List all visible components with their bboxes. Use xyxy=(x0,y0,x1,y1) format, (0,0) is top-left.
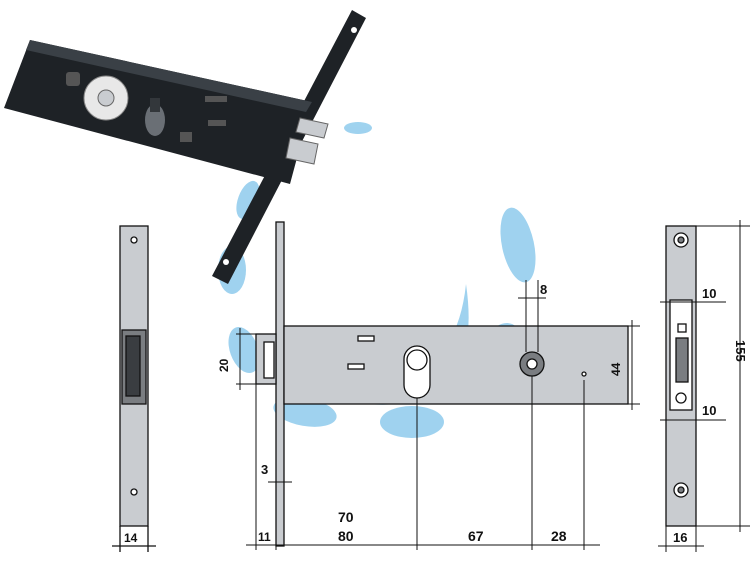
dim-44: 44 xyxy=(609,362,623,376)
dim-155: 155 xyxy=(733,340,748,362)
side-faceplate xyxy=(275,221,285,547)
right-faceplate-front-view xyxy=(665,225,697,527)
dim-16: 16 xyxy=(673,530,687,545)
right-dimension-lines xyxy=(658,220,750,552)
side-lock-body xyxy=(283,325,629,405)
dim-67: 67 xyxy=(468,528,484,544)
dim-80: 80 xyxy=(338,528,354,544)
latch-bolt-3d-lower xyxy=(285,137,319,165)
left-faceplate-front-view xyxy=(112,225,156,552)
dim-20: 20 xyxy=(217,358,231,372)
faceplate-screw-hole xyxy=(351,27,357,33)
lock-side-view xyxy=(255,221,629,547)
dim-10-top: 10 xyxy=(702,286,716,301)
dim-10-bottom: 10 xyxy=(702,403,716,418)
dim-70: 70 xyxy=(338,509,354,525)
lock-body-top-face xyxy=(26,40,312,112)
dim-11: 11 xyxy=(258,530,271,544)
dim-3: 3 xyxy=(261,462,268,477)
side-view-dimension-lines xyxy=(236,280,640,550)
faceplate-screw-hole xyxy=(223,259,229,265)
dim-8: 8 xyxy=(540,282,547,297)
dim-14: 14 xyxy=(124,531,138,545)
right-latch-window xyxy=(675,337,689,383)
dim-28: 28 xyxy=(551,528,567,544)
lock-photo xyxy=(4,10,366,284)
latch-bolt-3d xyxy=(295,117,329,139)
